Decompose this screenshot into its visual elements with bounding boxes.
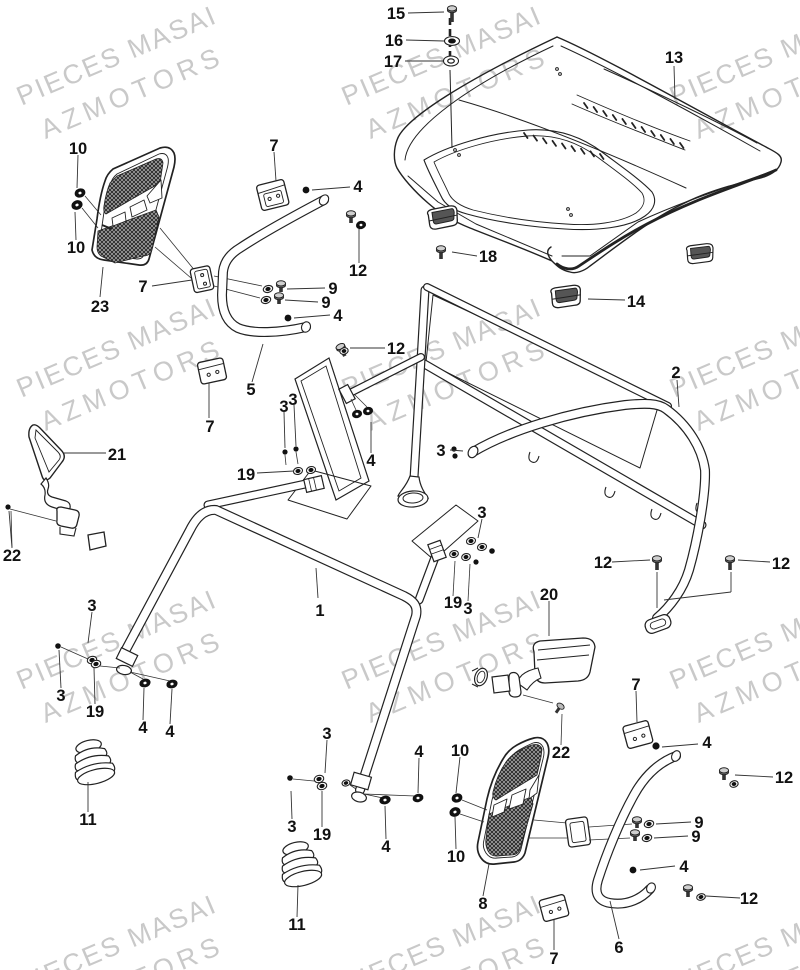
svg-text:3: 3 <box>288 391 297 409</box>
svg-text:11: 11 <box>288 916 305 934</box>
svg-text:12: 12 <box>387 340 405 358</box>
svg-text:1: 1 <box>315 602 324 620</box>
svg-text:12: 12 <box>740 890 758 908</box>
svg-text:23: 23 <box>91 298 109 316</box>
svg-text:4: 4 <box>381 838 391 856</box>
svg-text:3: 3 <box>436 442 445 460</box>
svg-text:19: 19 <box>86 703 104 721</box>
svg-text:3: 3 <box>322 725 331 743</box>
svg-text:21: 21 <box>108 446 126 464</box>
svg-text:3: 3 <box>463 600 472 618</box>
svg-text:10: 10 <box>69 140 87 158</box>
svg-text:20: 20 <box>540 586 558 604</box>
svg-text:4: 4 <box>366 452 376 470</box>
svg-text:7: 7 <box>138 278 147 296</box>
svg-text:15: 15 <box>387 5 405 23</box>
svg-text:9: 9 <box>691 828 700 846</box>
svg-text:17: 17 <box>384 53 402 71</box>
svg-text:5: 5 <box>246 381 255 399</box>
svg-text:7: 7 <box>631 676 640 694</box>
svg-text:13: 13 <box>665 49 683 67</box>
svg-text:19: 19 <box>444 594 462 612</box>
svg-text:10: 10 <box>447 848 465 866</box>
svg-text:12: 12 <box>594 554 612 572</box>
svg-text:7: 7 <box>205 418 214 436</box>
svg-text:12: 12 <box>772 555 790 573</box>
svg-text:9: 9 <box>328 280 337 298</box>
svg-text:11: 11 <box>79 811 96 829</box>
svg-text:19: 19 <box>237 466 255 484</box>
svg-text:6: 6 <box>614 939 623 957</box>
svg-text:4: 4 <box>414 743 424 761</box>
svg-text:7: 7 <box>549 950 558 968</box>
svg-text:4: 4 <box>353 178 363 196</box>
svg-text:4: 4 <box>333 307 343 325</box>
svg-text:12: 12 <box>349 262 367 280</box>
svg-text:18: 18 <box>479 248 497 266</box>
svg-text:2: 2 <box>671 364 680 382</box>
svg-text:22: 22 <box>552 744 570 762</box>
svg-text:4: 4 <box>679 858 689 876</box>
svg-text:3: 3 <box>56 687 65 705</box>
svg-text:16: 16 <box>385 32 403 50</box>
svg-text:3: 3 <box>287 818 296 836</box>
svg-text:4: 4 <box>165 723 175 741</box>
svg-text:22: 22 <box>3 547 21 565</box>
svg-text:3: 3 <box>279 398 288 416</box>
svg-text:9: 9 <box>694 814 703 832</box>
svg-text:12: 12 <box>775 769 793 787</box>
svg-text:8: 8 <box>478 895 487 913</box>
svg-text:19: 19 <box>313 826 331 844</box>
svg-text:4: 4 <box>702 734 712 752</box>
svg-text:3: 3 <box>477 504 486 522</box>
svg-text:9: 9 <box>321 294 330 312</box>
svg-text:10: 10 <box>67 239 85 257</box>
svg-text:7: 7 <box>269 137 278 155</box>
svg-text:14: 14 <box>627 293 646 311</box>
svg-text:10: 10 <box>451 742 469 760</box>
svg-text:4: 4 <box>138 719 148 737</box>
svg-text:3: 3 <box>87 597 96 615</box>
